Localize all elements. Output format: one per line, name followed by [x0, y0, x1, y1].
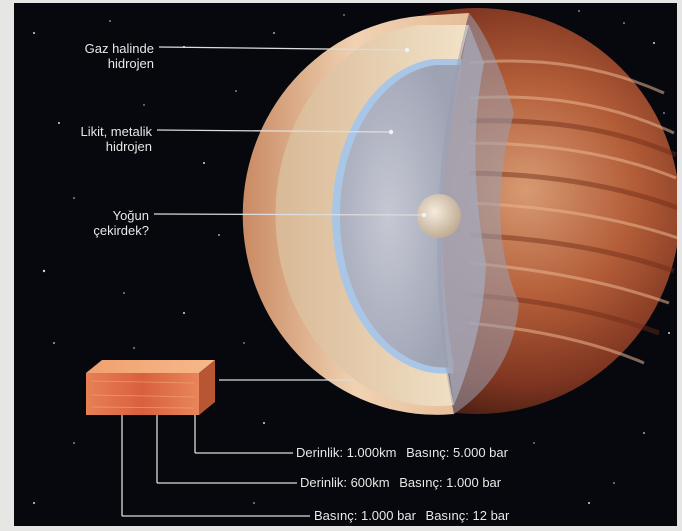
- label-gaseous-hydrogen: Gaz halinde hidrojen: [42, 41, 154, 71]
- label-metallic-hydrogen: Likit, metalik hidrojen: [36, 124, 152, 154]
- label-line: çekirdek?: [93, 223, 149, 238]
- depth-row-1000km: Derinlik: 1.000km Basınç: 5.000 bar: [296, 445, 508, 460]
- jupiter-cutaway-illustration: [33, 8, 677, 517]
- label-dense-core: Yoğun çekirdek?: [54, 208, 149, 238]
- depth-row-surface: Basınç: 1.000 bar Basınç: 12 bar: [314, 508, 509, 523]
- pressure-value: Basınç: 12 bar: [425, 508, 510, 523]
- stars: [33, 10, 670, 504]
- leader-lines: [121, 46, 427, 517]
- pressure-value: Basınç: 1.000 bar: [314, 508, 416, 523]
- label-line: Yoğun: [112, 208, 149, 223]
- label-line: Likit, metalik: [80, 124, 152, 139]
- label-line: hidrojen: [107, 56, 154, 71]
- depth-row-600km: Derinlik: 600km Basınç: 1.000 bar: [300, 475, 501, 490]
- crust-sample-block: [86, 360, 215, 415]
- diagram-canvas: Gaz halinde hidrojen Likit, metalik hidr…: [14, 3, 677, 526]
- pressure-value: Basınç: 5.000 bar: [406, 445, 508, 460]
- label-line: hidrojen: [105, 139, 152, 154]
- depth-value: Derinlik: 1.000km: [296, 445, 397, 460]
- jupiter-planet: [242, 8, 677, 415]
- pressure-value: Basınç: 1.000 bar: [399, 475, 502, 490]
- depth-value: Derinlik: 600km: [300, 475, 390, 490]
- label-line: Gaz halinde: [84, 41, 154, 56]
